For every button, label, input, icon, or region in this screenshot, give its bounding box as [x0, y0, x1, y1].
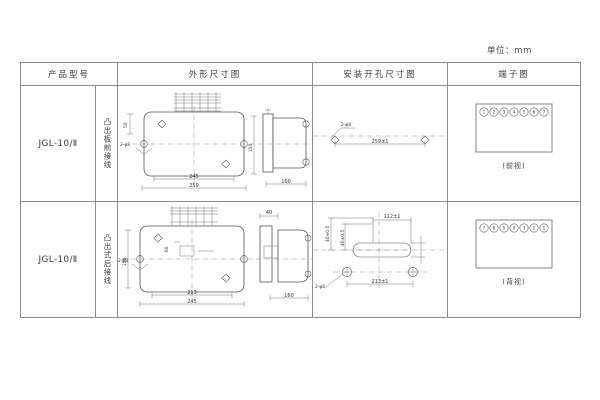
- hole-callout-row1: 2-φ8: [341, 122, 351, 128]
- terminal-number: 4: [513, 110, 516, 115]
- wiring-type-label: 凸出板前接线: [102, 118, 112, 169]
- terminal-number: 2: [493, 110, 496, 115]
- outline-depth-row2: 160: [284, 293, 294, 299]
- terminal-number-group: 1 2 3 4 5 6 7: [479, 107, 549, 117]
- table-row: JGL-10/Ⅱ 凸出式后接线: [20, 201, 582, 318]
- wiring-type-row2: 凸出式后接线: [94, 201, 119, 318]
- outline-depth-row1: 160: [281, 179, 291, 185]
- terminal-number-group: 7 6 5 4 3 2 1: [479, 223, 549, 233]
- hole-span-row1: 259±1: [372, 139, 389, 145]
- header-mounting-hole: 安装开孔尺寸图: [312, 62, 449, 86]
- wiring-type-label: 凸出式后接线: [102, 234, 112, 285]
- outline-drawing-row1: 50 2-φ8 150 245: [117, 85, 314, 202]
- hole-span-row2: 213±1: [372, 279, 389, 285]
- mounting-hole-drawing-row2: 112±1 40±0.5 40±0.5: [312, 201, 449, 318]
- header-outline-dimension: 外形尺寸图: [117, 62, 314, 86]
- outline-height-row1: 150: [248, 143, 254, 152]
- specification-table: 产品型号 外形尺寸图 安装开孔尺寸图 端子图 JGL-10/Ⅱ 凸出板前接线: [19, 62, 582, 318]
- outline-width-inner-row1: 245: [189, 174, 199, 180]
- unit-note: 单位：mm: [486, 46, 532, 56]
- table-header-row: 产品型号 外形尺寸图 安装开孔尺寸图 端子图: [19, 62, 582, 86]
- terminal-number: 6: [493, 226, 496, 231]
- outline-small-dim-row2: 60: [164, 246, 170, 252]
- terminal-comb-icon: [170, 206, 219, 226]
- terminal-view-caption-row1: (前视): [502, 161, 525, 170]
- mounting-stud-icon: [153, 233, 231, 283]
- terminal-number: 7: [543, 110, 546, 115]
- hole-v-dim-a-row2: 40±0.5: [325, 226, 331, 242]
- outline-top-dim-row2: 40: [266, 210, 272, 216]
- outline-hole-callout-row2: 2-φ8: [118, 258, 128, 264]
- outline-small-dim-row1: 50: [123, 122, 129, 128]
- terminal-number: 4: [513, 226, 516, 231]
- terminal-number: 3: [523, 226, 526, 231]
- model-label-row2: JGL-10/Ⅱ: [20, 201, 96, 318]
- terminal-number: 1: [543, 226, 546, 231]
- hole-v-dim-b-row2: 40±0.5: [340, 230, 346, 246]
- outline-drawing-row2: 60 150 2-φ8 213: [117, 201, 314, 318]
- header-product-model: 产品型号: [19, 62, 119, 86]
- terminal-drawing-row1: 1 2 3 4 5 6 7 (前视): [447, 85, 582, 202]
- terminal-number: 1: [483, 110, 486, 115]
- wiring-type-row1: 凸出板前接线: [94, 85, 119, 202]
- terminal-number: 7: [483, 226, 486, 231]
- terminal-number: 5: [523, 110, 526, 115]
- outline-height-row2: 150: [122, 257, 128, 266]
- mounting-hole-drawing-row1: 259±1 2-φ8: [312, 85, 449, 202]
- outline-hole-callout-row1: 2-φ8: [120, 142, 130, 148]
- terminal-number: 3: [503, 110, 506, 115]
- terminal-number: 6: [533, 110, 536, 115]
- table-row: JGL-10/Ⅱ 凸出板前接线: [20, 85, 582, 202]
- model-label-row1: JGL-10/Ⅱ: [20, 85, 96, 202]
- terminal-number: 5: [503, 226, 506, 231]
- outline-width-outer-row2: 245: [187, 299, 197, 305]
- hole-callout-row2: 2-φ8: [315, 284, 325, 290]
- mounting-stud-icon: [157, 119, 231, 169]
- outline-width-inner-row2: 213: [187, 290, 197, 296]
- terminal-drawing-row2: 7 6 5 4 3 2 1 (背视): [447, 201, 582, 318]
- hole-slot-width-row2: 112±1: [384, 214, 401, 220]
- header-terminal: 端子图: [447, 62, 582, 86]
- terminal-comb-icon: [174, 92, 222, 113]
- terminal-number: 2: [533, 226, 536, 231]
- terminal-view-caption-row2: (背视): [502, 277, 525, 286]
- outline-width-outer-row1: 259: [189, 183, 199, 189]
